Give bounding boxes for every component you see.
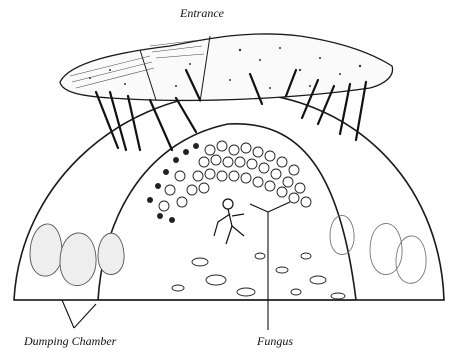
entrance-label: Entrance <box>180 7 224 19</box>
floor-pits <box>172 253 345 299</box>
dumping-pointer <box>62 300 96 328</box>
fungus-cluster <box>159 141 311 211</box>
fungus-pointer <box>250 202 290 330</box>
worker-figure <box>214 199 244 244</box>
dumping-chambers-left <box>30 224 124 286</box>
dumping-chamber-label: Dumping Chamber <box>24 335 116 347</box>
fungus-dark-dots <box>147 143 199 223</box>
entrance-mound <box>60 34 393 100</box>
fungus-label: Fungus <box>257 335 293 347</box>
dumping-chambers-right <box>330 215 426 283</box>
inner-chamber <box>98 124 356 300</box>
